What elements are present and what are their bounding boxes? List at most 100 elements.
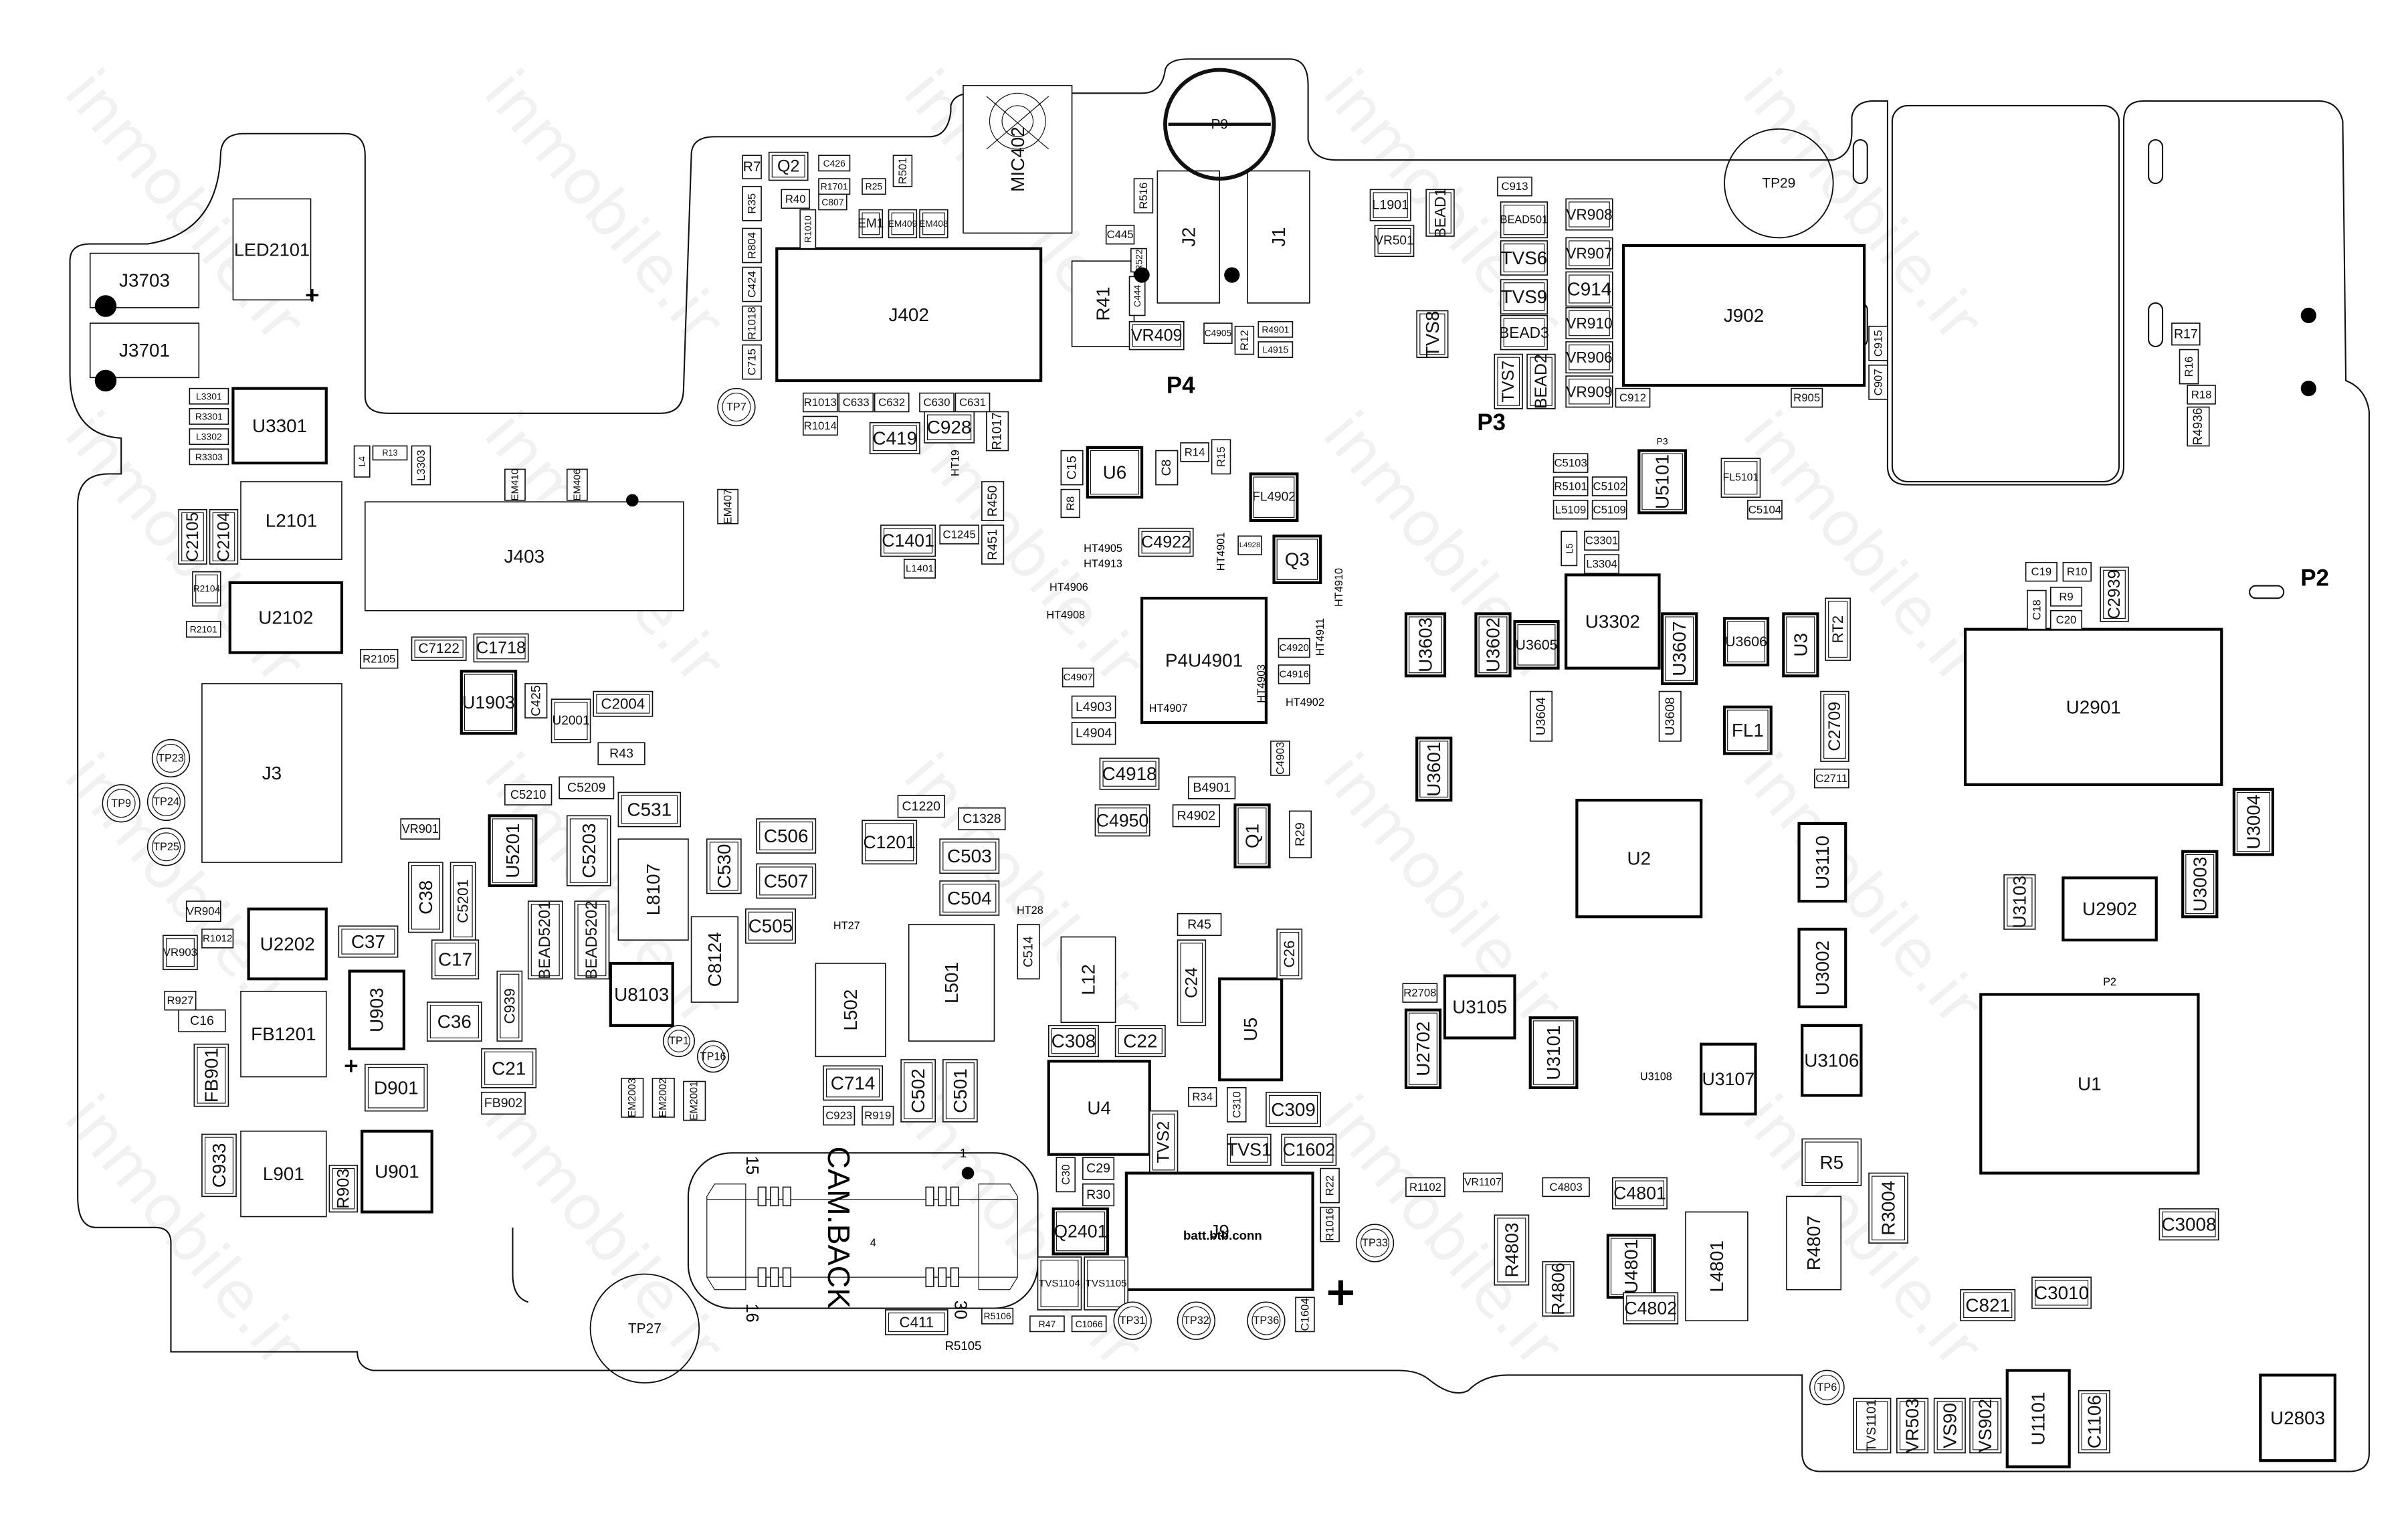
component-u3608[interactable]: U3608 [1658, 690, 1682, 742]
component-c26[interactable]: C26 [1276, 929, 1303, 980]
component-l4928[interactable]: L4928 [1237, 535, 1262, 555]
component-c419[interactable]: C419 [869, 421, 920, 454]
component-r501[interactable]: R501 [892, 155, 913, 187]
component-c18[interactable]: C18 [2027, 589, 2047, 630]
component-em408[interactable]: EM408 [919, 209, 948, 239]
component-c30[interactable]: C30 [1056, 1157, 1076, 1193]
component-c4802[interactable]: C4802 [1623, 1292, 1679, 1325]
component-d901[interactable]: D901 [365, 1064, 428, 1112]
component-c411[interactable]: C411 [885, 1309, 948, 1335]
component-c912[interactable]: C912 [1615, 387, 1651, 408]
component-r18[interactable]: R18 [2187, 385, 2216, 405]
component-c38[interactable]: C38 [408, 862, 443, 933]
component-tvs1105[interactable]: TVS1105 [1084, 1256, 1129, 1311]
component-r9[interactable]: R9 [2049, 587, 2083, 607]
component-c505[interactable]: C505 [745, 908, 796, 944]
component-u3103[interactable]: U3103 [2003, 874, 2036, 930]
component-j3703[interactable]: J3703 [89, 252, 200, 308]
component-u3601[interactable]: U3601 [1415, 737, 1453, 802]
component-c1201[interactable]: C1201 [862, 820, 918, 865]
component-r1018[interactable]: R1018 [742, 305, 762, 341]
component-r47[interactable]: R47 [1029, 1315, 1065, 1333]
component-c4916[interactable]: C4916 [1278, 664, 1310, 684]
component-r40[interactable]: R40 [781, 189, 810, 209]
component-c1245[interactable]: C1245 [939, 524, 980, 545]
component-c20[interactable]: C20 [2049, 609, 2083, 630]
component-u8103[interactable]: U8103 [609, 961, 674, 1027]
component-l4801[interactable]: L4801 [1685, 1211, 1748, 1321]
component-r5106[interactable]: R5106 [981, 1307, 1014, 1325]
component-c1066[interactable]: C1066 [1071, 1315, 1107, 1333]
component-fb901[interactable]: FB901 [193, 1043, 229, 1107]
component-vr503[interactable]: VR503 [1896, 1398, 1929, 1454]
component-em1[interactable]: EM1 [858, 209, 884, 239]
component-l4915[interactable]: L4915 [1258, 341, 1294, 359]
component-c5210[interactable]: C5210 [504, 784, 553, 805]
component-vr904[interactable]: VR904 [185, 900, 221, 923]
component-l501[interactable]: L501 [908, 924, 995, 1042]
component-l3302[interactable]: L3302 [189, 428, 229, 446]
component-c5109[interactable]: C5109 [1591, 500, 1627, 520]
test-point-tp1[interactable]: TP1 [662, 1025, 696, 1058]
component-vs90[interactable]: VS90 [1933, 1398, 1966, 1454]
component-mic402[interactable]: MIC402 [963, 84, 1073, 234]
component-u5101[interactable]: U5101 [1637, 449, 1688, 514]
component-u2702[interactable]: U2702 [1404, 1008, 1442, 1089]
component-u901[interactable]: U901 [361, 1129, 433, 1214]
component-r17[interactable]: R17 [2171, 322, 2201, 346]
component-c24[interactable]: C24 [1177, 939, 1207, 1026]
component-r1012[interactable]: R1012 [201, 929, 234, 949]
component-l1901[interactable]: L1901 [1369, 189, 1411, 221]
component-u2202[interactable]: U2202 [247, 907, 328, 981]
component-r7[interactable]: R7 [742, 155, 762, 179]
component-em2001[interactable]: EM2001 [683, 1080, 706, 1121]
component-r43[interactable]: R43 [597, 742, 645, 765]
component-u2102[interactable]: U2102 [228, 581, 344, 654]
component-em409[interactable]: EM409 [888, 209, 918, 239]
component-c502[interactable]: C502 [900, 1059, 936, 1123]
component-u4801[interactable]: U4801 [1606, 1234, 1656, 1299]
component-c17[interactable]: C17 [431, 939, 480, 980]
component-em2003[interactable]: EM2003 [621, 1078, 644, 1118]
test-point-tp32[interactable]: TP32 [1177, 1301, 1216, 1340]
component-c928[interactable]: C928 [924, 411, 975, 444]
component-tvs1[interactable]: TVS1 [1227, 1133, 1272, 1166]
component-r1010[interactable]: R1010 [799, 209, 817, 250]
component-c715[interactable]: C715 [742, 344, 762, 380]
component-r1017[interactable]: R1017 [986, 411, 1009, 452]
component-c4950[interactable]: C4950 [1094, 804, 1150, 837]
test-point-tp16[interactable]: TP16 [697, 1040, 730, 1073]
component-r3301[interactable]: R3301 [189, 408, 229, 425]
component-em2002[interactable]: EM2002 [651, 1078, 675, 1118]
component-c425[interactable]: C425 [524, 683, 548, 719]
component-u1[interactable]: U1 [1979, 993, 2200, 1175]
component-c4920[interactable]: C4920 [1278, 638, 1310, 658]
component-r35[interactable]: R35 [742, 185, 762, 221]
component-r34[interactable]: R34 [1187, 1086, 1217, 1107]
component-b4901[interactable]: B4901 [1187, 776, 1236, 799]
component-vr901[interactable]: VR901 [400, 818, 441, 840]
component-r5101[interactable]: R5101 [1552, 476, 1589, 496]
test-point-tp9[interactable]: TP9 [102, 784, 140, 823]
component-led2101[interactable]: LED2101 [232, 198, 312, 301]
component-r2105[interactable]: R2105 [360, 649, 399, 669]
component-c16[interactable]: C16 [178, 1009, 226, 1032]
component-r516[interactable]: R516 [1133, 178, 1154, 214]
component-r41[interactable]: R41 [1071, 260, 1135, 347]
component-u2901[interactable]: U2901 [1963, 628, 2223, 786]
component-u3107[interactable]: U3107 [1700, 1042, 1757, 1116]
component-u3605[interactable]: U3605 [1513, 619, 1560, 670]
component-u2902[interactable]: U2902 [2062, 876, 2158, 942]
component-c1604[interactable]: C1604 [1295, 1297, 1315, 1333]
component-r1701[interactable]: R1701 [818, 178, 851, 195]
component-c21[interactable]: C21 [481, 1048, 537, 1088]
test-point-tp7[interactable]: TP7 [717, 387, 756, 427]
component-j3701[interactable]: J3701 [89, 322, 200, 379]
component-r1013[interactable]: R1013 [802, 392, 838, 413]
component-c5201[interactable]: C5201 [449, 862, 476, 941]
component-u2803[interactable]: U2803 [2259, 1373, 2336, 1462]
component-fb902[interactable]: FB902 [481, 1091, 526, 1115]
component-fl5101[interactable]: FL5101 [1720, 458, 1761, 498]
component-l4904[interactable]: L4904 [1071, 722, 1116, 745]
component-bead1[interactable]: BEAD1 [1425, 188, 1455, 238]
